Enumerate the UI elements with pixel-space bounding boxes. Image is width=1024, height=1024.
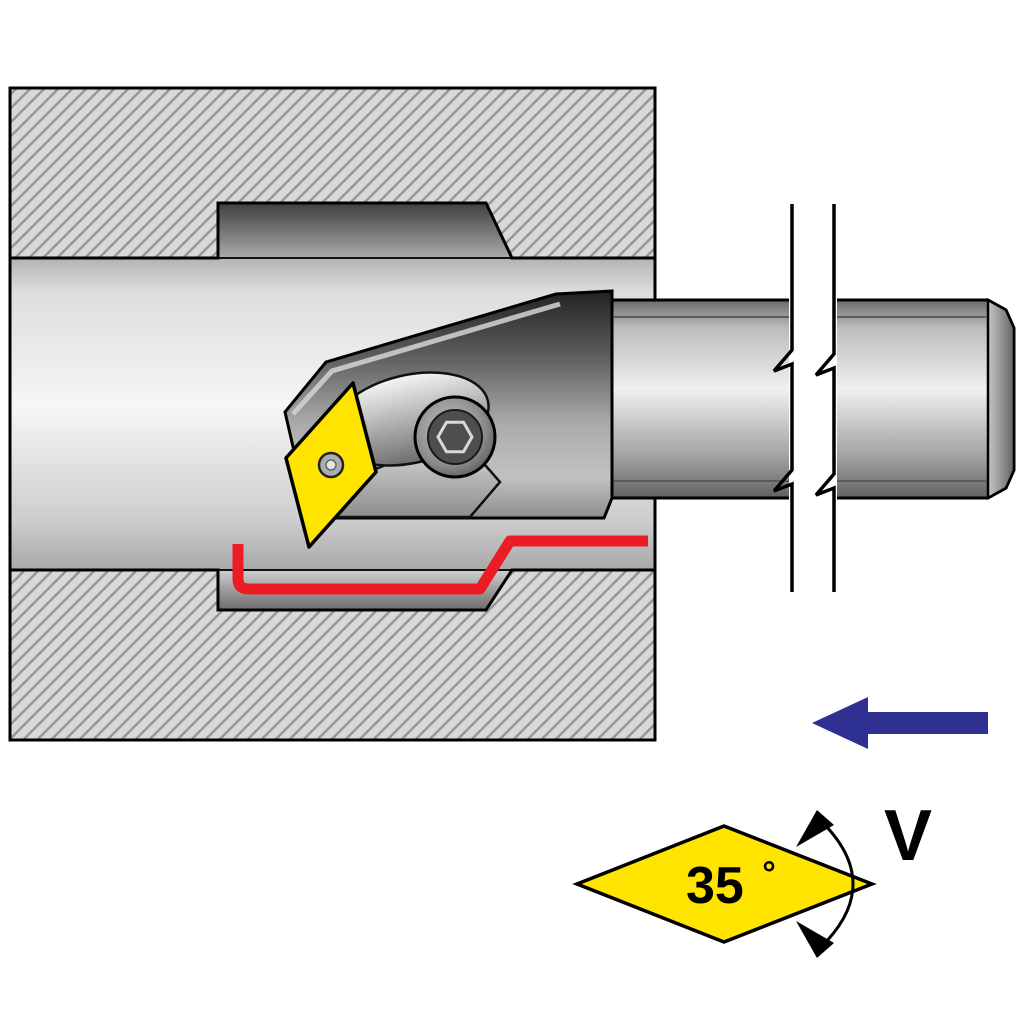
insert-symbol-rhombus [572, 824, 877, 944]
head-chamfer-highlight [291, 301, 561, 416]
angle-arrow-top-icon [796, 810, 834, 847]
break-symbol [772, 204, 837, 592]
counterbore-top-wall [217, 202, 514, 259]
insert-letter-label: V [884, 796, 932, 876]
break-gap [789, 204, 837, 592]
insert-angle-label: 35 ° [686, 855, 776, 915]
insert-shape-symbol: 35 ° V [572, 796, 932, 958]
shaft-tip-chamfer [986, 297, 1016, 501]
insert-screw-hole-center [325, 459, 337, 471]
break-line-left [772, 204, 794, 592]
cutting-insert [284, 381, 378, 549]
angle-arrow-bottom-icon [796, 921, 834, 958]
angle-arc [818, 818, 855, 950]
clamp-screw [413, 395, 497, 479]
machined-profile-line [232, 535, 648, 595]
workpiece-hatch-top [8, 86, 657, 260]
workpiece-hatch-bottom [8, 568, 657, 742]
break-line-right [814, 204, 836, 592]
tool-head [283, 289, 614, 549]
hex-socket-icon [436, 420, 474, 454]
angle-value-text: 35 [686, 857, 744, 915]
degree-sign-text: ° [762, 855, 776, 893]
feed-direction-left-arrow-icon [812, 697, 988, 749]
screw-head-inner [427, 409, 483, 465]
